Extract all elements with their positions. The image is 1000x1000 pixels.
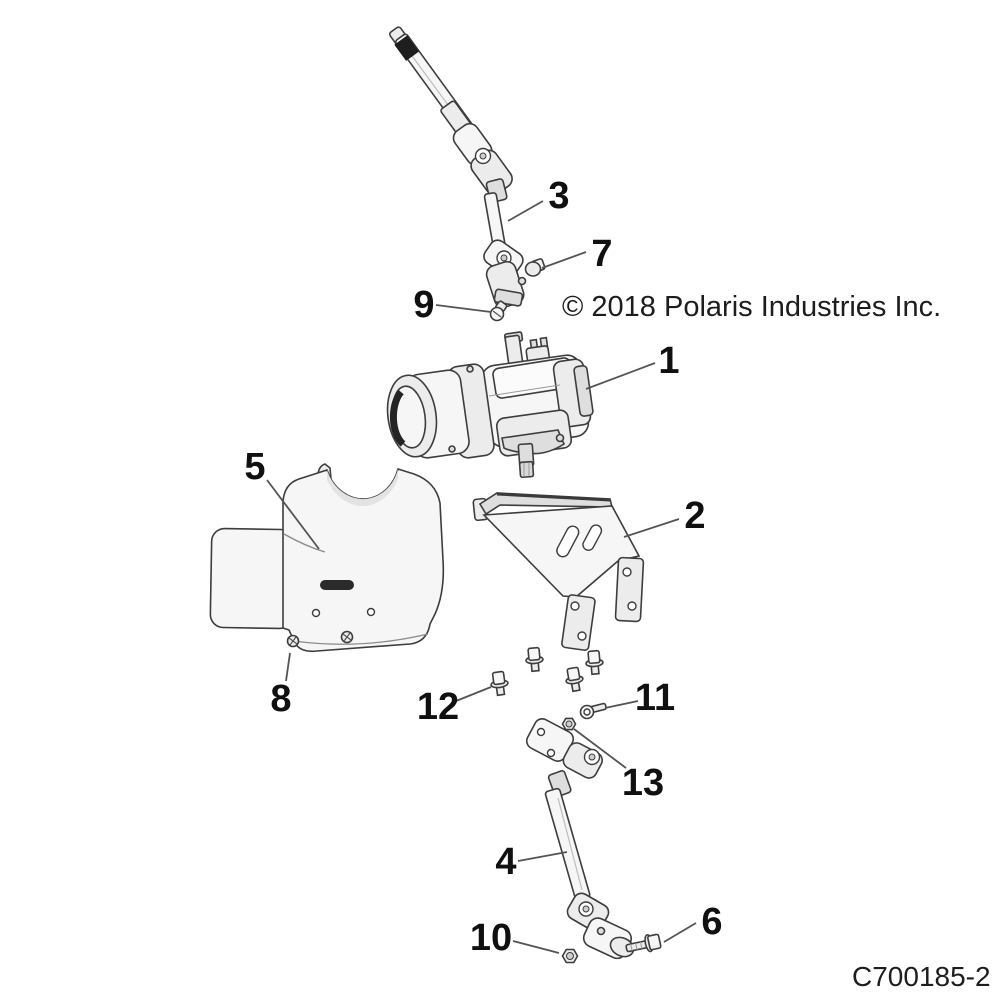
upper-steering-shaft bbox=[389, 26, 527, 309]
leader-lines bbox=[266, 200, 697, 954]
leader-8 bbox=[285, 652, 291, 682]
callout-6: 6 bbox=[701, 901, 723, 943]
nut-10 bbox=[561, 948, 579, 964]
screw-9 bbox=[489, 300, 508, 322]
diagram-code: C700185-2 bbox=[852, 961, 991, 992]
power-steering-unit bbox=[386, 331, 594, 479]
callout-8: 8 bbox=[270, 678, 292, 720]
callout-5: 5 bbox=[244, 446, 266, 488]
leader-11 bbox=[604, 700, 639, 709]
bolt-12b bbox=[525, 646, 544, 673]
leader-9 bbox=[435, 304, 492, 313]
leader-10 bbox=[512, 940, 560, 954]
leader-4 bbox=[517, 851, 568, 862]
leader-12 bbox=[455, 686, 492, 702]
callout-4: 4 bbox=[495, 841, 517, 883]
bolt-12a bbox=[490, 670, 509, 697]
leader-13 bbox=[573, 728, 627, 769]
mounting-bracket bbox=[472, 492, 645, 651]
callout-11: 11 bbox=[634, 677, 676, 719]
callout-13: 13 bbox=[621, 762, 665, 804]
leader-3 bbox=[507, 200, 544, 222]
callout-3: 3 bbox=[548, 175, 570, 217]
bolt-6 bbox=[625, 933, 662, 953]
copyright-text: © 2018 Polaris Industries Inc. bbox=[562, 291, 942, 323]
leader-1 bbox=[585, 362, 656, 390]
leader-5 bbox=[266, 479, 320, 550]
callout-7: 7 bbox=[591, 233, 613, 275]
callout-12: 12 bbox=[416, 686, 460, 728]
callout-1: 1 bbox=[658, 340, 680, 382]
bolt-12d bbox=[585, 649, 604, 676]
screw-8a bbox=[286, 634, 300, 648]
leader-7 bbox=[541, 251, 587, 269]
bolt-7 bbox=[524, 258, 546, 277]
bolt-12c bbox=[565, 666, 584, 693]
leader-6 bbox=[663, 922, 697, 943]
callout-2: 2 bbox=[684, 495, 706, 537]
bolt-11 bbox=[579, 702, 607, 720]
steering-column-cover bbox=[209, 463, 445, 653]
lower-steering-shaft bbox=[525, 718, 635, 960]
callout-10: 10 bbox=[469, 917, 513, 959]
cover-label bbox=[320, 580, 354, 590]
callout-9: 9 bbox=[413, 284, 435, 326]
leader-2 bbox=[623, 518, 680, 538]
nut-13 bbox=[561, 717, 577, 731]
screw-8b bbox=[340, 630, 354, 644]
